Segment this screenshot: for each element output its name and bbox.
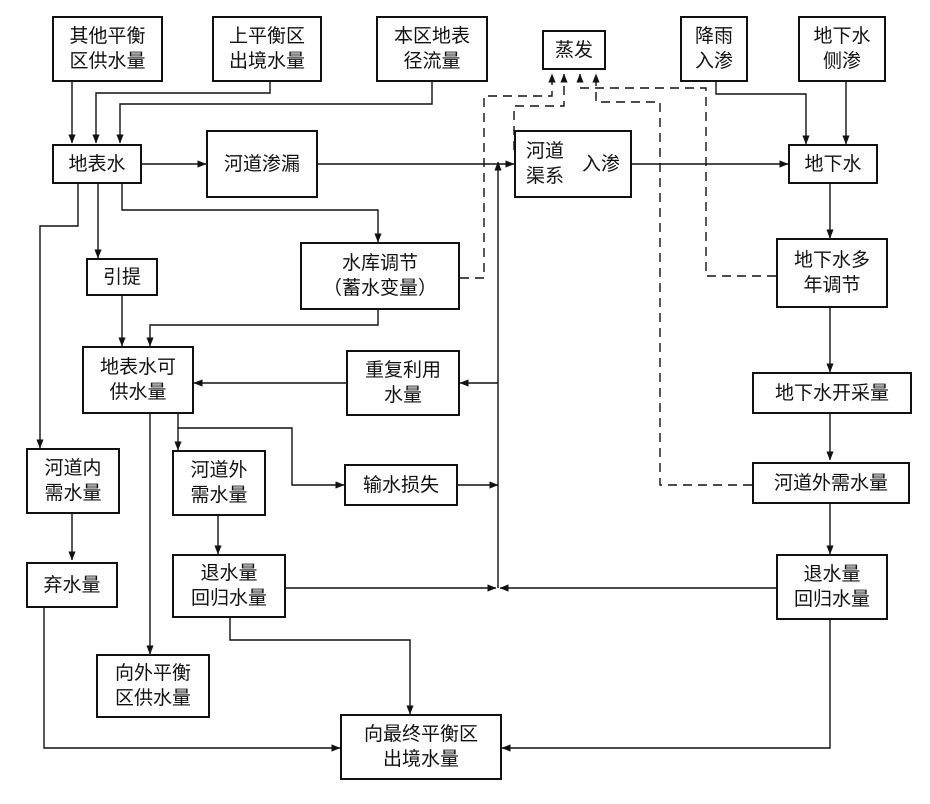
node-instream-demand: 河道内 需水量 (26, 448, 120, 514)
node-return-left: 退水量 回归水量 (172, 554, 286, 618)
node-evaporation: 蒸发 (542, 30, 606, 70)
arrow-return-right-to-final (501, 620, 831, 752)
node-upper-region-outflow: 上平衡区 出境水量 (212, 16, 322, 82)
arrow-available-to-loss (178, 427, 345, 489)
arrow-reservoir-to-available (146, 310, 379, 347)
dashed-multiyear-to-evaporation (576, 73, 776, 277)
node-channel-infiltration: 河道 渠系入渗 (514, 130, 632, 198)
node-groundwater-extraction: 地下水开采量 (752, 372, 912, 414)
arrow-abandon-to-final (43, 608, 341, 752)
arrow-surface-to-instream (36, 184, 79, 449)
node-groundwater: 地下水 (788, 144, 878, 184)
node-groundwater-lateral: 地下水 侧渗 (798, 16, 886, 82)
node-lift: 引提 (86, 258, 158, 296)
node-groundwater-multiyear: 地下水多 年调节 (776, 238, 888, 308)
node-surface-available: 地表水可 供水量 (82, 346, 194, 414)
dashed-reservoir-to-evaporation (460, 73, 556, 279)
node-surface-water: 地表水 (52, 144, 142, 184)
node-return-right: 退水量 回归水量 (776, 554, 888, 620)
node-reservoir: 水库调节 （蓄水变量） (300, 242, 460, 310)
node-final-outflow: 向最终平衡区 出境水量 (340, 714, 502, 780)
node-abandoned-water: 弃水量 (26, 562, 118, 608)
node-local-runoff: 本区地表 径流量 (376, 16, 488, 82)
dashed-channel-to-evaporation (513, 73, 568, 150)
arrow-rain-to-groundwater (715, 82, 810, 145)
arrow-upper-outflow-to-surface (92, 82, 271, 144)
node-river-leakage: 河道渗漏 (206, 130, 318, 198)
node-offstream-demand-left: 河道外 需水量 (172, 450, 266, 516)
arrow-surface-to-reservoir (121, 184, 382, 243)
node-rain-infiltration: 降雨 入渗 (680, 16, 748, 82)
node-offstream-demand-right: 河道外需水量 (752, 462, 910, 504)
node-outward-supply: 向外平衡 区供水量 (96, 654, 210, 718)
node-reuse: 重复利用 水量 (346, 350, 460, 416)
arrow-runoff-to-surface (116, 82, 433, 144)
dashed-demand-to-evaporation (592, 73, 752, 486)
node-conveyance-loss: 输水损失 (344, 464, 458, 506)
arrow-return-to-final (229, 618, 414, 715)
node-other-region-supply: 其他平衡 区供水量 (52, 16, 163, 82)
